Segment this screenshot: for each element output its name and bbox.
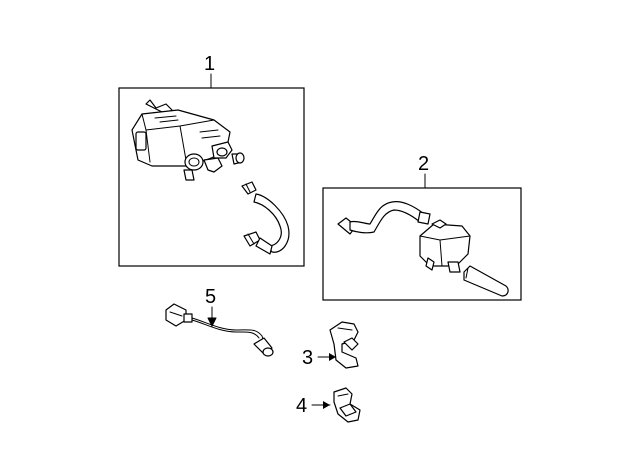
vapor-pipe [463,265,509,297]
callout-3-label: 3 [302,347,313,369]
callout-4-arrowhead [323,401,330,409]
callout-2-group: 2 [322,153,522,301]
callout-5-group: 5 [165,286,274,357]
charcoal-canister [131,99,245,181]
canister-hose [241,181,290,255]
callout-4-label: 4 [296,395,307,417]
callout-4-group: 4 [296,387,361,423]
callout-1-frame [118,87,305,267]
callout-2-frame [322,187,522,301]
callout-2-label: 2 [418,153,429,175]
callout-5-label: 5 [205,286,216,308]
callout-1-group: 1 [118,53,305,267]
vapor-hose [337,201,431,235]
sensor-harness [165,303,274,357]
callout-3-group: 3 [302,321,359,369]
lower-bracket [333,387,361,423]
vapor-valve [419,219,471,273]
upper-bracket [329,321,359,369]
callout-3-arrowhead [329,353,336,361]
callout-1-label: 1 [204,53,215,75]
callout-5-arrowhead [207,317,217,327]
